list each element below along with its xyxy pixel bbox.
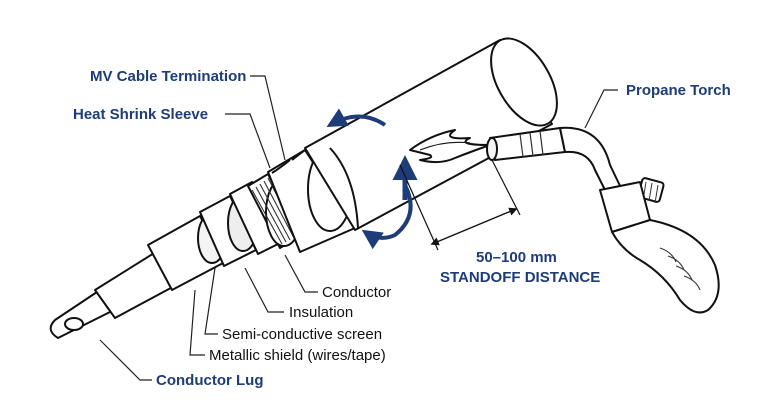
label-propane-torch: Propane Torch: [626, 82, 731, 99]
label-metallic-shield: Metallic shield (wires/tape): [209, 347, 386, 364]
leader-lines: [99, 75, 618, 381]
lug-hole: [64, 317, 84, 331]
label-insulation: Insulation: [289, 304, 353, 321]
double-headed-arrow-icon: [430, 207, 518, 246]
label-heat-shrink-sleeve: Heat Shrink Sleeve: [73, 106, 208, 123]
label-standoff-value: 50–100 mm: [476, 249, 557, 266]
label-semi-conductive-screen: Semi-conductive screen: [222, 326, 382, 343]
label-mv-cable-termination: MV Cable Termination: [90, 68, 246, 85]
cable-assembly: [49, 37, 558, 339]
label-conductor-lug: Conductor Lug: [156, 372, 263, 389]
standoff-dimension: [399, 159, 521, 251]
rotation-arrows: [326, 108, 418, 250]
rotation-arrow-bottom-icon: [361, 184, 413, 250]
label-standoff-caption: STANDOFF DISTANCE: [440, 269, 600, 286]
propane-torch: [486, 126, 720, 314]
heat-shrink-sleeve: [291, 37, 558, 231]
label-conductor: Conductor: [322, 284, 391, 301]
torch-handle: [611, 219, 720, 314]
rotation-arrow-top-icon: [326, 108, 387, 127]
